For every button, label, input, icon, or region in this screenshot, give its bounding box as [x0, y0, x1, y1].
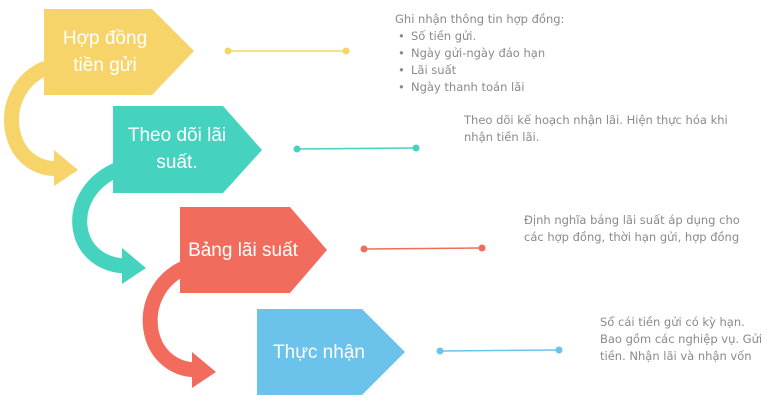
bullet-list: Số tiền gửi. Ngày gửi-ngày đáo hạn Lãi s…	[395, 28, 595, 96]
connector-2	[293, 144, 420, 153]
step-description-1: Ghi nhận thông tin hợp đồng: Số tiền gửi…	[395, 11, 595, 96]
step-description-4: Sổ cái tiền gửi có kỳ hạn. Bao gồm các n…	[600, 315, 763, 363]
step-box-4	[257, 309, 405, 395]
description-heading: Ghi nhận thông tin hợp đồng:	[395, 12, 565, 26]
connector-4	[436, 346, 563, 355]
connector-3	[360, 244, 486, 253]
connector-1	[224, 47, 350, 55]
step-title-3: Bảng lãi suất	[188, 239, 298, 261]
curved-arrow-2	[72, 163, 146, 284]
step-title-4: Thực nhận	[273, 341, 365, 363]
step-description-3: Định nghĩa bảng lãi suất áp dụng cho các…	[524, 213, 740, 244]
step-box-2	[113, 106, 262, 193]
bullet-item: Lãi suất	[395, 62, 595, 79]
bullet-item: Ngày thanh toán lãi	[395, 79, 595, 96]
bullet-item: Ngày gửi-ngày đáo hạn	[395, 45, 595, 62]
step-description-2: Theo dõi kế hoạch nhận lãi. Hiện thực hó…	[464, 113, 728, 144]
step-title-2: Theo dõi lãi suất.	[127, 125, 227, 173]
curved-arrow-3	[142, 261, 216, 388]
bullet-item: Số tiền gửi.	[395, 28, 595, 45]
curved-arrow-1	[4, 61, 78, 186]
step-title-1: Hợp đồng tiền gửi	[62, 28, 148, 76]
step-box-3	[180, 207, 327, 293]
step-box-1	[44, 9, 194, 95]
